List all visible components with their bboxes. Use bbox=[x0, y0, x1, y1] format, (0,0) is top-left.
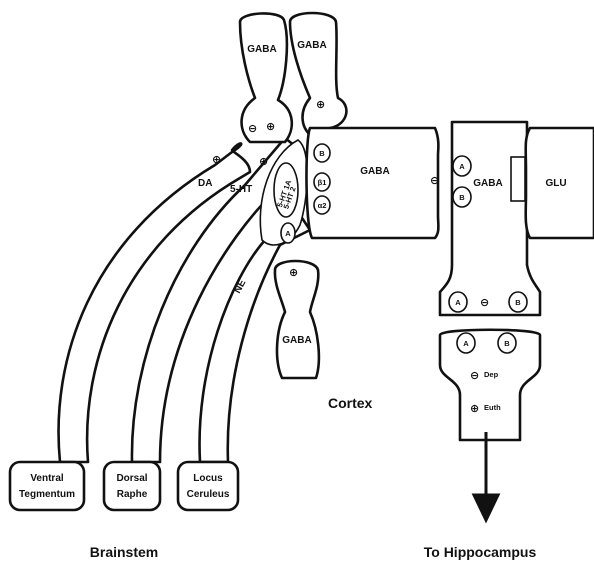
gaba-top-right-label: GABA bbox=[297, 40, 326, 51]
hippocampus-receptor-a-label: A bbox=[463, 339, 469, 348]
gaba-right-bottom-minus: ⊖ bbox=[480, 296, 489, 309]
gaba-top-left-label: GABA bbox=[247, 44, 276, 55]
da-plus-sign: ⊕ bbox=[212, 153, 221, 166]
gaba-right-receptor-b-label: B bbox=[459, 193, 465, 202]
ne-receptor-a-label: A bbox=[285, 229, 291, 238]
gaba-glu-junction bbox=[511, 157, 525, 201]
serotonin-plus-sign: ⊕ bbox=[259, 155, 268, 168]
ventral-tegmentum-box bbox=[10, 462, 84, 510]
gaba-right-bottom-receptor-a-label: A bbox=[455, 298, 461, 307]
cortex-label: Cortex bbox=[328, 395, 373, 411]
dep-label: Dep bbox=[484, 370, 499, 379]
glu-label: GLU bbox=[545, 178, 566, 189]
ventral-tegmentum-label-2: Tegmentum bbox=[19, 489, 75, 500]
dorsal-raphe-label-1: Dorsal bbox=[116, 473, 147, 484]
hippocampus-projection bbox=[440, 330, 540, 440]
brainstem-label: Brainstem bbox=[90, 544, 158, 560]
locus-ceruleus-label-1: Locus bbox=[193, 473, 223, 484]
dorsal-raphe-label-2: Raphe bbox=[117, 489, 148, 500]
hippocampus-arrow-head bbox=[474, 495, 498, 520]
gaba-right-label: GABA bbox=[473, 178, 502, 189]
hippocampus-label: To Hippocampus bbox=[424, 544, 537, 560]
gaba-cortex-label: GABA bbox=[360, 166, 389, 177]
hippocampus-receptor-b-label: B bbox=[504, 339, 510, 348]
gaba-cortex-minus: ⊖ bbox=[430, 174, 439, 187]
gaba-top-right-neuron bbox=[290, 13, 346, 135]
gaba-top-left-plus: ⊕ bbox=[266, 120, 275, 133]
gaba-top-right-plus: ⊕ bbox=[316, 98, 325, 111]
cortex-receptor-beta1-label: β1 bbox=[318, 178, 327, 187]
locus-ceruleus-label-2: Ceruleus bbox=[187, 489, 230, 500]
euth-label: Euth bbox=[484, 403, 501, 412]
da-label: DA bbox=[198, 178, 212, 189]
gaba-bottom-label: GABA bbox=[282, 335, 311, 346]
serotonin-label: 5-HT bbox=[230, 184, 252, 195]
euth-plus-sign: ⊕ bbox=[470, 402, 479, 415]
dorsal-raphe-box bbox=[104, 462, 160, 510]
gaba-right-receptor-a-label: A bbox=[459, 162, 465, 171]
cortex-receptor-alpha2-label: α2 bbox=[318, 201, 327, 210]
cortex-receptor-b-label: B bbox=[319, 149, 325, 158]
ventral-tegmentum-label-1: Ventral bbox=[30, 473, 64, 484]
gaba-bottom-plus: ⊕ bbox=[289, 266, 298, 279]
gaba-right-bottom-receptor-b-label: B bbox=[515, 298, 521, 307]
locus-ceruleus-box bbox=[178, 462, 238, 510]
gaba-top-left-minus: ⊖ bbox=[248, 122, 257, 135]
dep-minus-sign: ⊖ bbox=[470, 369, 479, 382]
